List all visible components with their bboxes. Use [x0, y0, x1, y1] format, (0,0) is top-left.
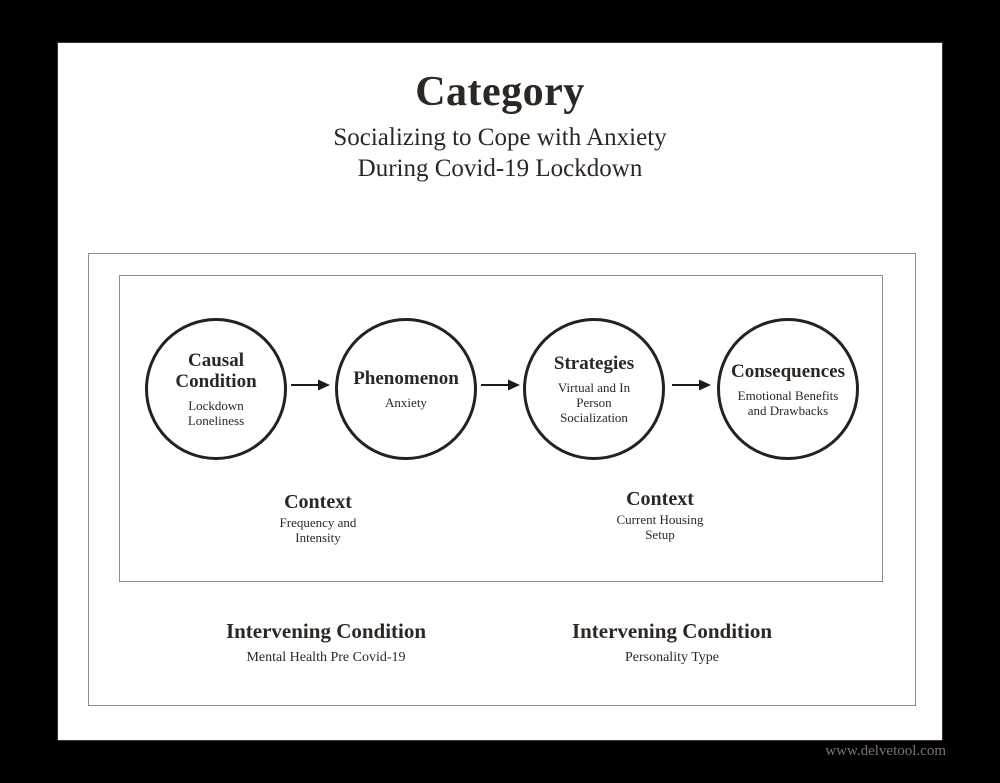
page-subtitle: Socializing to Cope with Anxiety During … — [333, 124, 667, 182]
node-strategies: Strategies Virtual and In Person Sociali… — [523, 318, 665, 460]
page-title: Category — [415, 69, 585, 115]
node-phenomenon: Phenomenon Anxiety — [335, 318, 477, 460]
node-label: Causal Condition — [175, 350, 257, 392]
arrow-right-icon — [291, 379, 330, 391]
context-right: Context Current Housing Setup — [580, 488, 740, 542]
node-sublabel: Emotional Benefits and Drawbacks — [737, 387, 839, 418]
diagram-page: Category Socializing to Cope with Anxiet… — [57, 42, 943, 741]
arrow-right-icon — [481, 379, 520, 391]
context-sublabel: Current Housing Setup — [616, 512, 704, 542]
node-label: Strategies — [553, 353, 635, 374]
node-sublabel: Lockdown Loneliness — [187, 398, 245, 428]
intervening-label: Intervening Condition — [225, 619, 427, 643]
intervening-label: Intervening Condition — [571, 619, 773, 643]
outer-boundary-box — [88, 253, 916, 706]
context-sublabel: Frequency and Intensity — [279, 515, 357, 545]
node-consequences: Consequences Emotional Benefits and Draw… — [717, 318, 859, 460]
watermark-url: www.delvetool.com — [825, 743, 946, 759]
node-label: Consequences — [730, 360, 845, 382]
intervening-condition-right: Intervening Condition Personality Type — [542, 619, 802, 666]
node-sublabel: Anxiety — [385, 395, 427, 410]
context-label: Context — [284, 491, 352, 513]
context-left: Context Frequency and Intensity — [238, 491, 398, 545]
node-sublabel: Virtual and In Person Socialization — [557, 380, 631, 425]
intervening-condition-left: Intervening Condition Mental Health Pre … — [196, 619, 456, 666]
node-causal-condition: Causal Condition Lockdown Loneliness — [145, 318, 287, 460]
arrow-right-icon — [672, 379, 711, 391]
node-label: Phenomenon — [353, 368, 459, 389]
context-label: Context — [626, 488, 694, 510]
intervening-sublabel: Personality Type — [624, 650, 720, 665]
inner-boundary-box — [119, 275, 883, 582]
intervening-sublabel: Mental Health Pre Covid-19 — [246, 650, 406, 665]
